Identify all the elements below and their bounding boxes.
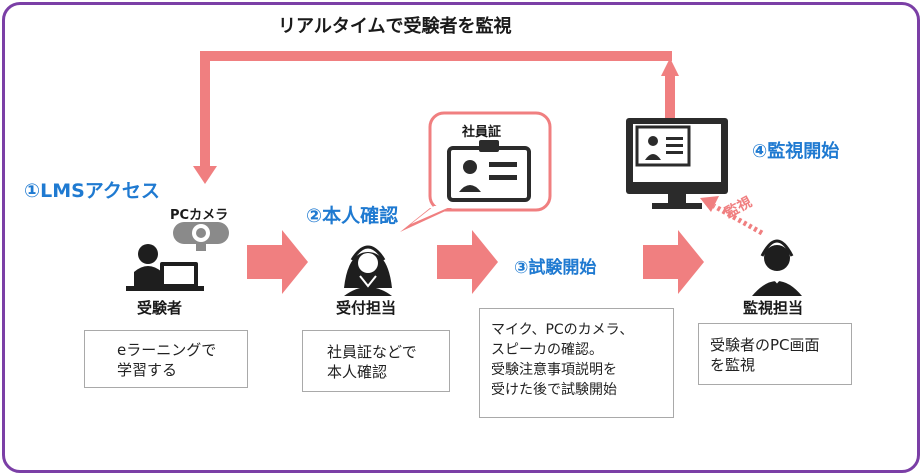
description-line: 受けた後で試験開始	[491, 382, 617, 398]
examinee-icon	[126, 244, 204, 291]
description-box-1: eラーニングで 学習する	[84, 330, 248, 388]
realtime-loop-arrow	[193, 51, 679, 184]
pc-camera-label: PCカメラ	[170, 208, 229, 223]
description-line: マイク、PCのカメラ、	[491, 322, 634, 338]
description-line: 社員証などで	[327, 343, 417, 361]
flow-arrow-3	[643, 230, 704, 294]
monitor-screen-icon	[626, 118, 728, 209]
description-line: 受験注意事項説明を	[491, 362, 617, 378]
description-box-2: 社員証などで 本人確認	[302, 330, 450, 392]
receptionist-icon	[344, 245, 392, 296]
id-card-icon	[447, 140, 531, 202]
description-line: 受験者のPC画面	[710, 336, 820, 354]
id-card-label: 社員証	[462, 125, 502, 140]
description-line: スピーカの確認。	[491, 342, 603, 358]
description-line: 本人確認	[327, 363, 388, 381]
webcam-icon	[173, 222, 229, 251]
step-3-exam-start: ③試験開始	[514, 258, 597, 278]
monitoring-dotted-arrow	[700, 196, 764, 236]
receptionist-label: 受付担当	[336, 299, 397, 317]
flow-arrow-2	[437, 230, 498, 294]
flow-arrow-1	[247, 230, 308, 294]
description-box-3: マイク、PCのカメラ、 スピーカの確認。 受験注意事項説明を 受けた後で試験開始	[479, 308, 674, 418]
step-1-lms-access: ①LMSアクセス	[24, 180, 160, 202]
description-box-4: 受験者のPC画面 を監視	[698, 323, 852, 385]
examinee-label: 受験者	[137, 299, 183, 317]
description-line: を監視	[710, 356, 756, 374]
description-line: 学習する	[117, 361, 178, 379]
monitoring-staff-label: 監視担当	[743, 299, 804, 317]
monitoring-staff-icon	[752, 239, 802, 296]
description-line: eラーニングで	[117, 341, 217, 359]
diagram-title: リアルタイムで受験者を監視	[278, 16, 512, 37]
step-4-monitoring-start: ④監視開始	[752, 141, 840, 162]
step-2-identity-check: ②本人確認	[306, 205, 399, 227]
